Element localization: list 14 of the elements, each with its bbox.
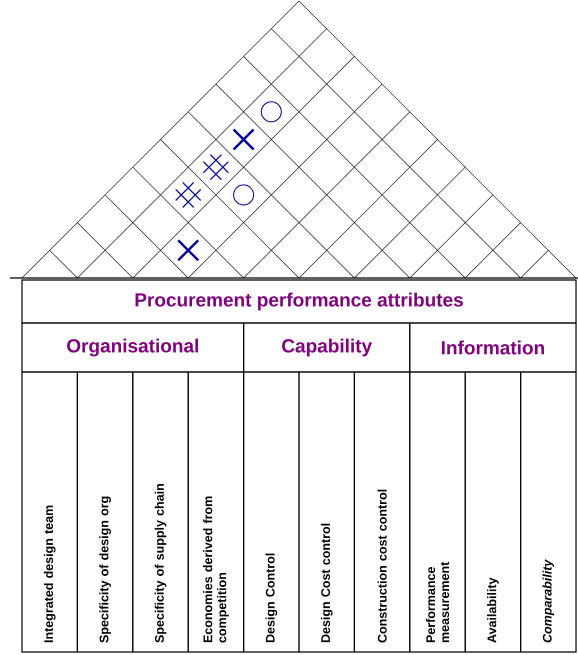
header-cell: Procurement performance attributes <box>21 279 577 324</box>
attribute-cell: Specificity of supply chain <box>132 371 189 653</box>
category-cell: Capability <box>243 322 410 373</box>
attribute-cell: Design Cost control <box>298 371 355 653</box>
attribute-cell: Performance measurement <box>409 371 466 653</box>
attribute-cell: Comparability <box>520 371 577 653</box>
category-cell: Information <box>409 322 577 373</box>
attribute-cell: Economies derived from competition <box>188 371 244 653</box>
attribute-cell: Design Control <box>243 371 300 653</box>
category-cell: Organisational <box>21 322 244 373</box>
attribute-cell: Construction cost control <box>354 371 410 653</box>
attribute-cell: Availability <box>464 371 522 653</box>
attribute-cell: Integrated design team <box>21 371 78 653</box>
attribute-cell: Specificity of design org <box>76 371 134 653</box>
